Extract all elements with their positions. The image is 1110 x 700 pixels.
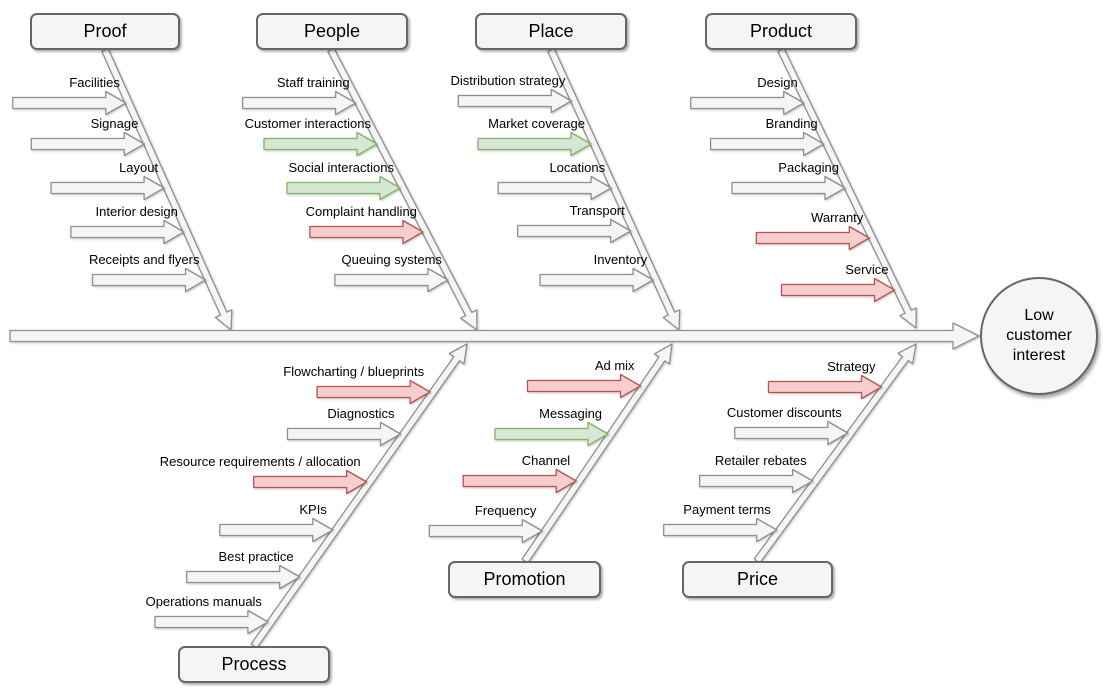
- cause-label: Interior design: [95, 204, 178, 219]
- cause-arrow: [517, 218, 632, 244]
- cause-arrow: [494, 421, 609, 447]
- bone-product: [777, 47, 917, 329]
- cause-label: Inventory: [593, 252, 648, 267]
- cause-arrow: [690, 90, 805, 116]
- cause-label: Channel: [521, 453, 571, 468]
- category-box-process: Process: [178, 646, 330, 683]
- cause-label: Best practice: [218, 549, 294, 564]
- category-label: Place: [528, 21, 574, 41]
- cause-arrow: [457, 88, 572, 114]
- cause-arrow: [316, 379, 431, 405]
- cause-label: Queuing systems: [341, 252, 442, 267]
- cause-label: Strategy: [827, 359, 876, 374]
- cause-label: Market coverage: [488, 116, 585, 131]
- cause-arrow: [253, 469, 368, 495]
- effect-node: Low customer interest: [980, 277, 1098, 395]
- effect-label: Low customer interest: [1006, 307, 1072, 364]
- cause-label: Frequency: [474, 503, 537, 518]
- cause-arrow: [428, 518, 543, 544]
- category-label: Promotion: [483, 569, 566, 589]
- cause-label: Customer interactions: [244, 116, 372, 131]
- cause-label: Receipts and flyers: [88, 252, 200, 267]
- cause-label: Customer discounts: [726, 405, 842, 420]
- cause-arrow: [286, 421, 402, 447]
- category-box-place: Place: [475, 13, 627, 50]
- cause-label: Operations manuals: [145, 594, 262, 609]
- cause-label: Staff training: [276, 75, 350, 90]
- category-label: Product: [749, 21, 813, 41]
- cause-label: Design: [757, 75, 798, 90]
- cause-label: Branding: [765, 116, 818, 131]
- cause-arrow: [477, 131, 592, 157]
- category-box-people: People: [256, 13, 408, 50]
- cause-arrow: [186, 564, 301, 590]
- cause-label: Messaging: [539, 406, 603, 421]
- cause-label: Flowcharting / blueprints: [283, 364, 425, 379]
- cause-arrow: [334, 267, 449, 293]
- cause-label: Payment terms: [683, 502, 771, 517]
- cause-label: Layout: [119, 160, 159, 175]
- cause-label: Social interactions: [288, 160, 394, 175]
- cause-label: KPIs: [299, 502, 327, 517]
- cause-arrow: [698, 468, 814, 494]
- cause-arrow: [526, 373, 642, 399]
- bone-process: [250, 343, 468, 649]
- bone-price: [753, 343, 917, 564]
- cause-label: Warranty: [811, 210, 864, 225]
- cause-arrow: [309, 219, 424, 245]
- cause-arrow: [767, 374, 883, 400]
- cause-arrow: [91, 267, 207, 293]
- bone-proof: [101, 47, 233, 331]
- cause-arrow: [30, 131, 145, 157]
- category-box-promotion: Promotion: [448, 561, 601, 598]
- category-label: Price: [736, 569, 778, 589]
- cause-arrow: [12, 90, 127, 116]
- spine-arrow: [9, 322, 980, 350]
- cause-label: Facilities: [69, 75, 120, 90]
- cause-arrow: [539, 267, 654, 293]
- cause-label: Transport: [569, 203, 625, 218]
- cause-label: Complaint handling: [305, 204, 417, 219]
- category-label: People: [303, 21, 361, 41]
- cause-label: Distribution strategy: [450, 73, 566, 88]
- cause-arrow: [241, 90, 357, 116]
- cause-arrow: [219, 517, 334, 543]
- cause-arrow: [731, 175, 846, 201]
- bone-people: [327, 47, 478, 331]
- cause-arrow: [263, 131, 378, 157]
- cause-arrow: [50, 175, 165, 201]
- cause-arrow: [734, 420, 849, 446]
- cause-label: Diagnostics: [327, 406, 395, 421]
- cause-arrow: [780, 277, 896, 303]
- cause-arrow: [755, 225, 870, 251]
- cause-label: Packaging: [778, 160, 840, 175]
- cause-label: Signage: [90, 116, 139, 131]
- cause-label: Service: [845, 262, 889, 277]
- category-box-product: Product: [705, 13, 857, 50]
- cause-arrow: [497, 175, 612, 201]
- cause-label: Ad mix: [594, 358, 635, 373]
- cause-arrow: [154, 609, 269, 635]
- cause-arrow: [663, 517, 778, 543]
- cause-arrow: [462, 468, 577, 494]
- category-box-proof: Proof: [30, 13, 180, 50]
- cause-label: Retailer rebates: [714, 453, 807, 468]
- cause-arrow: [709, 131, 825, 157]
- cause-label: Resource requirements / allocation: [159, 454, 361, 469]
- cause-label: Locations: [549, 160, 606, 175]
- category-box-price: Price: [682, 561, 833, 598]
- cause-arrow: [286, 175, 401, 201]
- bone-promotion: [521, 343, 673, 564]
- cause-arrow: [70, 219, 185, 245]
- bone-place: [547, 47, 681, 331]
- category-label: Process: [221, 654, 287, 674]
- category-label: Proof: [83, 21, 127, 41]
